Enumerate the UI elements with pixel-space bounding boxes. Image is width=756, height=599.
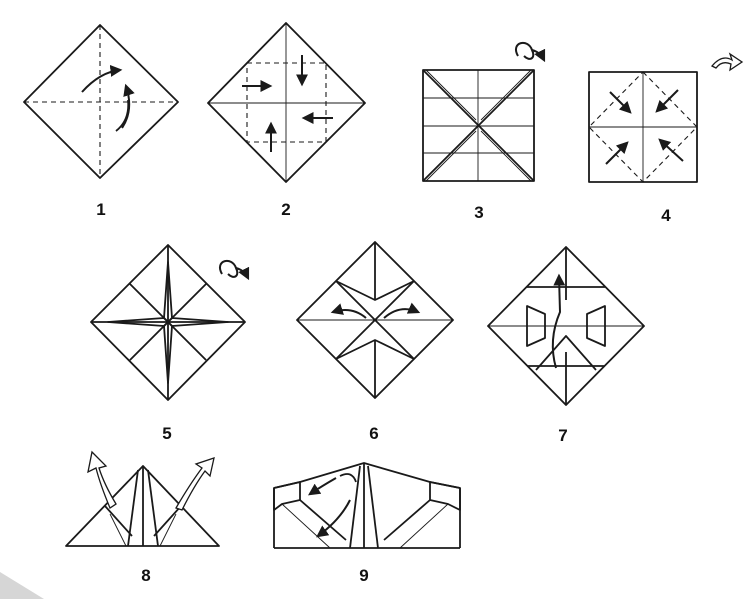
fold-arrow-icon bbox=[551, 273, 566, 369]
turn-over-icon bbox=[515, 41, 546, 63]
fold-arrow-icon bbox=[383, 302, 421, 319]
step-3-diagram bbox=[422, 41, 546, 182]
corner-shade bbox=[0, 572, 44, 599]
pull-out-arrow-icon bbox=[87, 450, 117, 509]
step-label-1: 1 bbox=[96, 200, 106, 219]
step-9-diagram bbox=[273, 462, 461, 549]
fold-arrow-icon bbox=[330, 303, 367, 319]
fold-arrow-icon bbox=[316, 499, 351, 538]
fold-arrow-icon bbox=[655, 89, 679, 113]
step-4-diagram bbox=[588, 52, 744, 183]
step-1-diagram bbox=[23, 24, 179, 179]
pull-out-arrow-icon bbox=[175, 457, 215, 511]
fold-arrow-icon bbox=[81, 64, 123, 93]
turn-over-icon bbox=[710, 52, 744, 72]
step-label-4: 4 bbox=[661, 206, 671, 225]
fold-arrow-icon bbox=[609, 91, 632, 114]
step-label-3: 3 bbox=[474, 203, 484, 222]
step-label-9: 9 bbox=[359, 566, 369, 585]
step-label-8: 8 bbox=[141, 566, 151, 585]
turn-over-icon bbox=[219, 259, 250, 281]
step-5-diagram bbox=[90, 244, 250, 401]
step-label-7: 7 bbox=[558, 426, 568, 445]
fold-arrow-icon bbox=[605, 141, 629, 165]
step-label-5: 5 bbox=[162, 424, 172, 443]
step-7-diagram bbox=[487, 246, 645, 406]
step-8-diagram bbox=[65, 450, 220, 547]
step-label-6: 6 bbox=[369, 424, 379, 443]
step-2-diagram bbox=[207, 22, 366, 183]
step-label-2: 2 bbox=[281, 200, 291, 219]
fold-arrow-icon bbox=[308, 477, 337, 496]
fold-arrow-icon bbox=[658, 138, 684, 162]
step-6-diagram bbox=[296, 241, 454, 399]
